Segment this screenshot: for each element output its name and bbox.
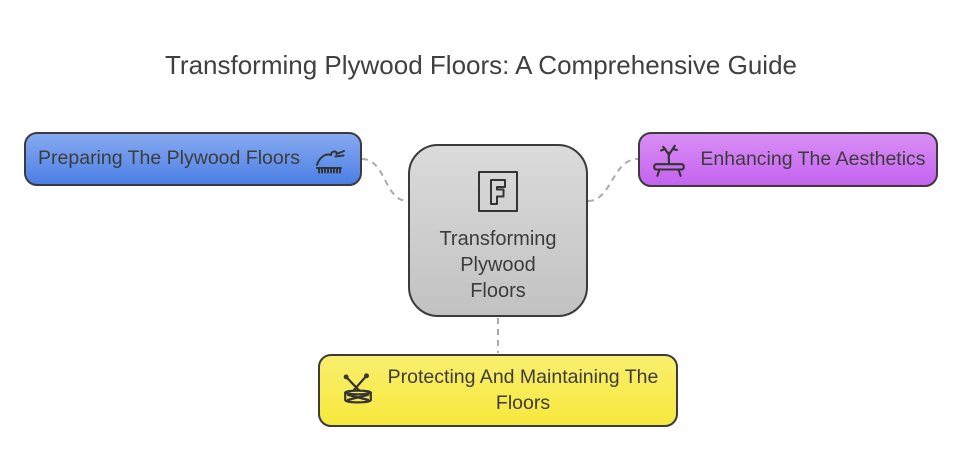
node-transforming-plywood-floors: Transforming Plywood Floors xyxy=(408,144,588,317)
diagram-title: Transforming Plywood Floors: A Comprehen… xyxy=(165,50,797,80)
node-label: Preparing The Plywood Floors xyxy=(38,147,300,170)
node-label: Protecting And Maintaining The Floors xyxy=(387,366,659,414)
connector-left xyxy=(361,158,409,202)
hand-sweep-icon xyxy=(312,141,348,177)
balance-beam-icon xyxy=(650,141,688,179)
node-protecting-and-maintaining-the-floors: Protecting And Maintaining The Floors xyxy=(318,354,678,427)
drum-icon xyxy=(338,371,378,411)
connector-right xyxy=(587,158,639,202)
node-label: Enhancing The Aesthetics xyxy=(700,147,926,170)
node-enhancing-the-aesthetics: Enhancing The Aesthetics xyxy=(638,132,938,187)
node-preparing-the-plywood-floors: Preparing The Plywood Floors xyxy=(24,132,362,186)
center-node-label: Transforming Plywood Floors xyxy=(439,228,557,302)
floor-plan-icon xyxy=(474,168,522,216)
